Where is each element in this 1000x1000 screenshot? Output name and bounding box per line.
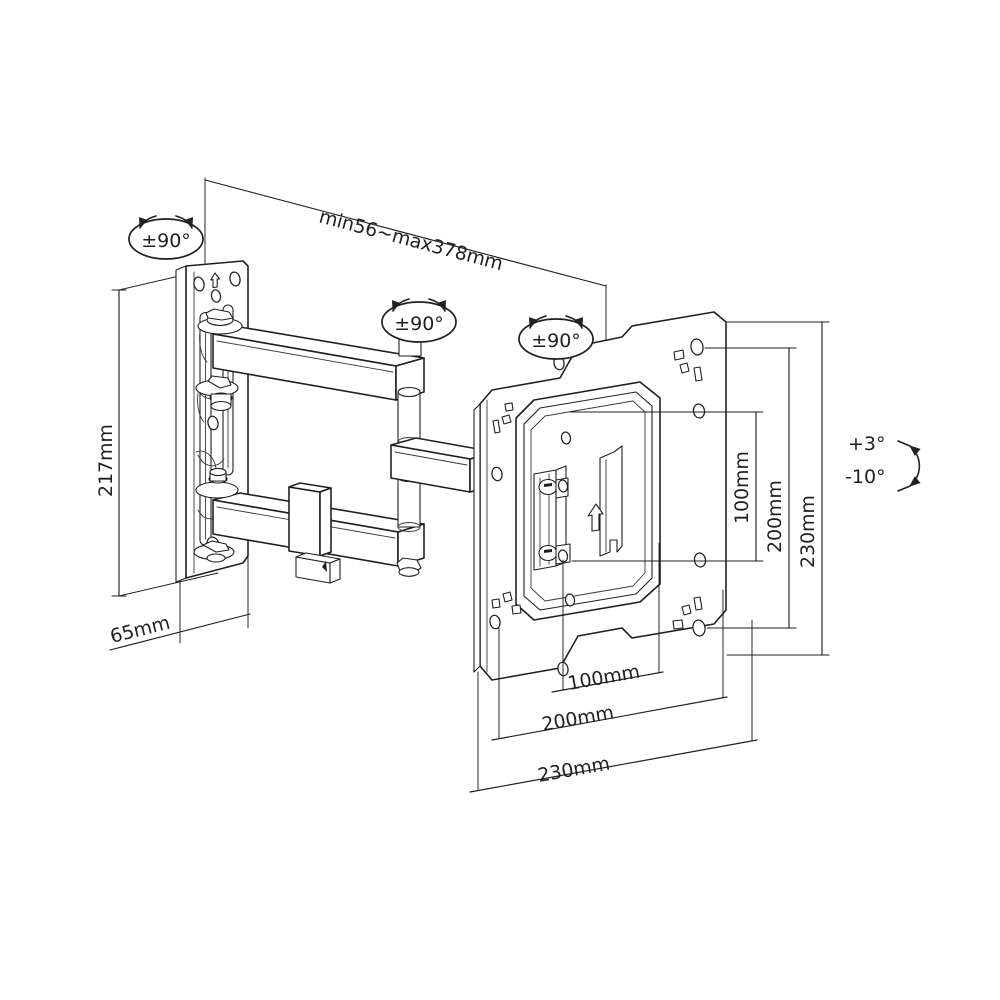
swivel-badge-wall-plate-label: ±90° — [141, 230, 191, 252]
swivel-badge-mid-arm: ±90° — [381, 298, 457, 343]
upper-hinge-knuckle — [197, 308, 243, 363]
vesa-back-plate — [473, 311, 727, 681]
swivel-badge-vesa-plate: ±90° — [518, 315, 594, 360]
dimension-vesa-horizontal-inner-label: 100mm — [566, 661, 642, 695]
plate-marking-bottom-right — [672, 596, 703, 630]
tilt-up-label: +3° — [848, 433, 886, 455]
plate-marking-bottom-left — [491, 591, 522, 615]
up-arrow-icon — [210, 272, 221, 289]
dimension-vesa-horizontal-outer-label: 200mm — [540, 702, 616, 736]
dimension-plate-height: 217mm — [95, 266, 219, 597]
arm-collar-hook — [288, 482, 341, 584]
swivel-badge-mid-arm-label: ±90° — [394, 313, 444, 335]
dimension-plate-height-label: 217mm — [95, 424, 117, 497]
dimension-vesa-vertical-inner: 100mm — [569, 411, 764, 562]
plate-marking-top-left — [492, 402, 514, 434]
dimension-panel-width-label: 230mm — [536, 753, 612, 787]
dimension-vesa-vertical-inner-label: 100mm — [731, 451, 753, 524]
tilt-indicator: +3° -10° — [845, 433, 921, 492]
dimension-vesa-vertical-outer: 200mm — [704, 347, 797, 629]
up-arrow-icon — [587, 503, 604, 532]
dimension-extension-label: min56~max378mm — [317, 206, 506, 276]
lower-hinge-knuckles — [193, 375, 239, 563]
swivel-badge-vesa-plate-label: ±90° — [531, 330, 581, 352]
dimension-panel-height-label: 230mm — [797, 495, 819, 568]
dimension-panel-height: 230mm — [726, 321, 830, 656]
swivel-badge-wall-plate: ±90° — [128, 215, 204, 260]
tilt-down-label: -10° — [845, 466, 886, 488]
plate-marking-top-right — [673, 349, 703, 382]
dimension-vesa-vertical-outer-label: 200mm — [764, 480, 786, 553]
tilt-arc-arrow-icon — [897, 440, 921, 492]
